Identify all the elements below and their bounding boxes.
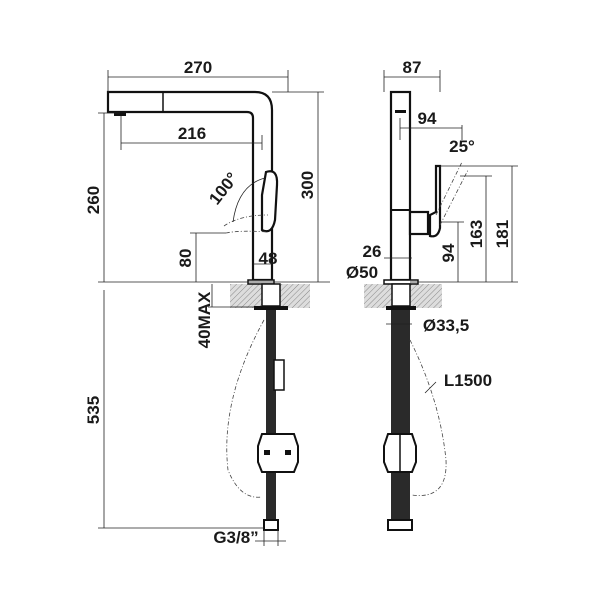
dim-connection-thread: G3/8” [213,528,258,547]
dim-base-diameter: Ø50 [346,263,378,282]
dim-base-step: 26 [363,242,382,261]
dim-handle-height-low: 163 [467,220,486,248]
dim-body-diameter: 48 [259,249,278,268]
handle-front [260,170,279,233]
dim-height-total: 300 [298,171,317,199]
quick-connector-front [257,433,299,473]
side-view: 87 94 25° 181 163 94 26 Ø50 Ø33,5 L1500 [346,58,518,531]
dim-handle-height-high: 181 [493,220,512,248]
dim-handle-angle: 100° [205,169,242,209]
dim-handle-angle-side: 25° [449,137,475,156]
dim-handle-offset: 94 [418,109,437,128]
hose-side [391,310,410,520]
dim-counter-thickness: 40MAX [195,291,214,348]
front-view: 270 216 260 300 100° 80 48 40MAX 535 G3/… [84,58,330,547]
dim-hose-drop: 535 [84,396,103,424]
dim-hose-length: L1500 [444,371,492,390]
handle-side [428,164,442,238]
dim-handle-pivot-height: 94 [439,243,458,262]
dim-depth: 87 [403,58,422,77]
dim-spout-reach: 216 [178,124,206,143]
dim-hose-diameter: Ø33,5 [423,316,469,335]
dim-handle-height: 80 [176,249,195,268]
dim-height-spout: 260 [84,186,103,214]
dim-width-total: 270 [184,58,212,77]
hose-front [266,310,276,520]
faucet-body-side [389,90,412,282]
